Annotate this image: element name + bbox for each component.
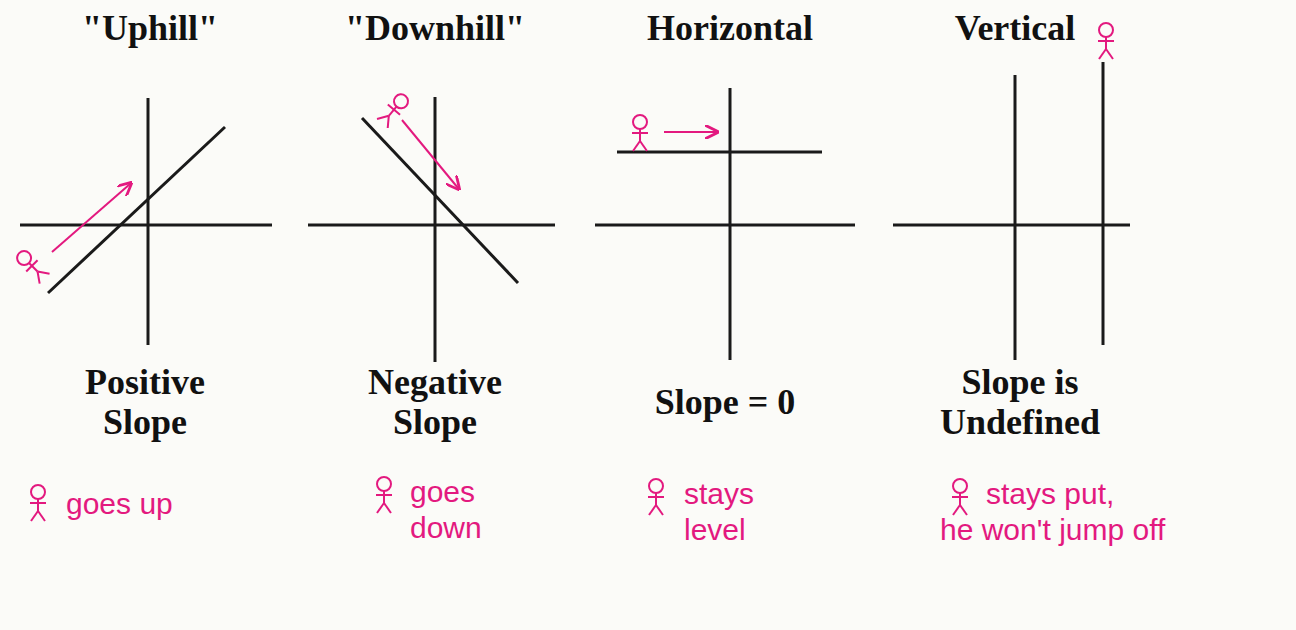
vertical-graph xyxy=(893,62,1130,360)
heading: Vertical xyxy=(905,8,1125,48)
slope-caption: Positive Slope xyxy=(45,362,245,442)
uphill-graph xyxy=(20,98,272,345)
stick-figure xyxy=(30,485,46,521)
slope-caption: Negative Slope xyxy=(335,362,535,442)
handwritten-note: goes down xyxy=(410,474,482,546)
handwritten-note: stays put, he won't jump off xyxy=(940,476,1165,548)
downhill-graph xyxy=(308,97,555,362)
heading: "Uphill" xyxy=(50,8,250,48)
motion-arrow xyxy=(664,131,716,133)
stick-figure xyxy=(376,91,411,129)
motion-arrow xyxy=(52,184,130,252)
heading: "Downhill" xyxy=(325,8,545,48)
stick-figure xyxy=(632,115,648,151)
slope-caption: Slope is Undefined xyxy=(895,362,1145,442)
stick-figure xyxy=(1098,23,1114,59)
horizontal-graph xyxy=(595,88,855,360)
stick-figure xyxy=(952,479,968,515)
slope-caption: Slope = 0 xyxy=(610,382,840,422)
heading: Horizontal xyxy=(620,8,840,48)
handwritten-note: stays level xyxy=(684,476,754,548)
stick-figure xyxy=(13,247,50,284)
motion-arrow xyxy=(402,120,458,188)
handwritten-note: goes up xyxy=(66,486,173,522)
stick-figure xyxy=(376,477,392,513)
stick-figure xyxy=(648,479,664,515)
